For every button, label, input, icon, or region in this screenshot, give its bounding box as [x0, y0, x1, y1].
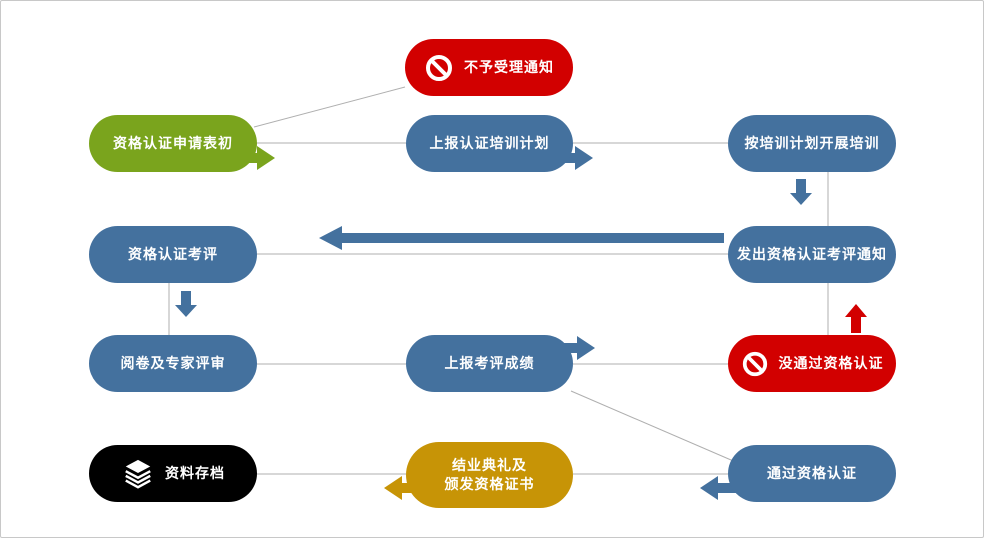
node-reject-notice: 不予受理通知	[405, 39, 573, 96]
arrow-left-icon-pass	[700, 476, 741, 500]
node-pass-certification: 通过资格认证	[728, 445, 896, 502]
layers-icon	[121, 458, 155, 490]
arrow-long-left-icon-notice-to-assessment	[319, 226, 724, 250]
node-label: 资料存档	[165, 465, 225, 482]
node-label: 不予受理通知	[464, 59, 554, 76]
node-label: 资格认证申请表初	[113, 135, 233, 152]
node-archive: 资料存档	[89, 445, 257, 502]
node-application-form: 资格认证申请表初	[89, 115, 257, 172]
node-fail-certification: 没通过资格认证	[728, 335, 896, 392]
node-qualification-assessment: 资格认证考评	[89, 226, 257, 283]
node-label: 结业典礼及 颁发资格证书	[444, 457, 535, 492]
arrow-right-icon-results	[551, 336, 595, 360]
node-ceremony: 结业典礼及 颁发资格证书	[406, 442, 573, 508]
node-label: 通过资格认证	[767, 465, 857, 482]
arrow-right-icon-plan	[549, 146, 593, 170]
node-report-training-plan: 上报认证培训计划	[406, 115, 573, 172]
no-entry-icon	[424, 53, 454, 83]
arrow-up-icon-fail	[845, 304, 867, 333]
node-label: 上报考评成绩	[444, 355, 535, 372]
node-conduct-training: 按培训计划开展培训	[728, 115, 896, 172]
no-entry-icon	[741, 350, 769, 378]
node-report-results: 上报考评成绩	[406, 335, 573, 392]
node-label: 资格认证考评	[128, 246, 218, 263]
node-label: 阅卷及专家评审	[120, 355, 226, 372]
node-label: 发出资格认证考评通知	[737, 246, 887, 263]
node-marking-expert-review: 阅卷及专家评审	[89, 335, 257, 392]
connector-line-results-to-pass	[570, 390, 739, 464]
arrow-down-icon-training	[790, 179, 812, 205]
connector-line-application-to-reject	[253, 86, 406, 128]
arrow-down-icon-assessment	[175, 291, 197, 317]
node-label: 按培训计划开展培训	[744, 135, 880, 152]
node-issue-assessment-notice: 发出资格认证考评通知	[728, 226, 896, 283]
node-label: 没通过资格认证	[778, 355, 884, 372]
node-label: 上报认证培训计划	[429, 135, 550, 152]
arrow-left-icon-ceremony	[384, 476, 425, 500]
